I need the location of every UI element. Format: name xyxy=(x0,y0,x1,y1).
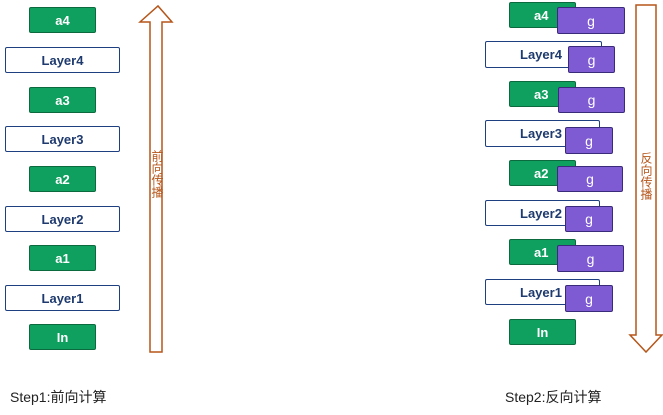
gradient-layer4: g xyxy=(568,46,615,73)
activation-a1: a1 xyxy=(29,245,96,271)
input-in: In xyxy=(29,324,96,350)
gradient-a3: g xyxy=(558,87,625,113)
gradient-layer3: g xyxy=(565,127,613,154)
forward-arrow xyxy=(138,4,174,353)
gradient-a2: g xyxy=(557,166,623,192)
activation-a2: a2 xyxy=(29,166,96,192)
activation-a3: a3 xyxy=(29,87,96,113)
backward-arrow-label: 反向传播 xyxy=(639,152,653,200)
backward-caption: Step2:反向计算 xyxy=(505,389,602,405)
backward-arrow xyxy=(628,4,663,354)
layer-4: Layer4 xyxy=(5,47,120,73)
layer-1: Layer1 xyxy=(5,285,120,311)
gradient-a4: g xyxy=(557,7,625,34)
layer-4: Layer4 xyxy=(485,41,602,68)
gradient-a1: g xyxy=(557,245,624,272)
layer-2: Layer2 xyxy=(5,206,120,232)
gradient-layer1: g xyxy=(565,285,613,312)
gradient-layer2: g xyxy=(565,206,613,232)
forward-caption: Step1:前向计算 xyxy=(10,389,107,405)
input-in: In xyxy=(509,319,576,345)
activation-a4: a4 xyxy=(29,7,96,33)
forward-arrow-label: 前向传播 xyxy=(150,150,164,198)
layer-3: Layer3 xyxy=(5,126,120,152)
